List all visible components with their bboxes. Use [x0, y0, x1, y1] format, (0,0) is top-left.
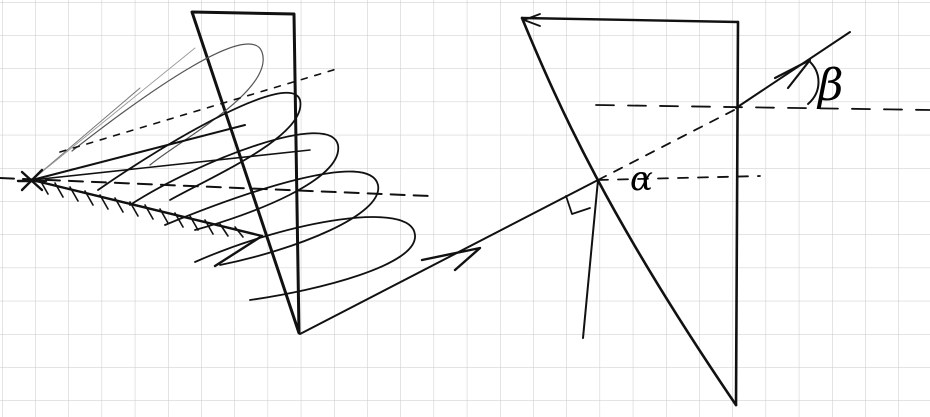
dotted-upper-line [59, 67, 341, 153]
outgoing-ray [735, 31, 851, 109]
hatch-marks [39, 179, 244, 238]
alpha-label: α [630, 159, 653, 199]
spiral-loop-5 [194, 216, 416, 301]
outgoing-ray-arrow [773, 58, 812, 90]
left-prism [190, 10, 301, 335]
exit-reference-dashed [595, 104, 930, 111]
beta-angle-arc [807, 59, 820, 105]
exit-beam [299, 179, 599, 335]
faint-ray-1 [31, 87, 141, 181]
spiral-loop-3 [129, 132, 339, 231]
ray-upper [31, 124, 246, 181]
top-corner-mark [523, 13, 541, 27]
ray-upper-2 [31, 149, 311, 181]
exit-beam-arrow [420, 246, 482, 272]
left-optical-axis [0, 177, 431, 197]
spiral-tail [213, 234, 264, 268]
spiral-loop-4 [164, 170, 379, 266]
refracted-ray-dashed [597, 107, 739, 181]
right-angle-marker [565, 195, 591, 215]
right-prism-top [520, 16, 740, 24]
spiral-loop-1 [71, 43, 264, 166]
beta-label: β [816, 60, 843, 111]
faint-ray-2 [31, 47, 196, 181]
right-prism-back [734, 20, 740, 407]
right-prism-front-curve [520, 16, 738, 407]
normal-line [582, 179, 599, 339]
incidence-reference-dashed [597, 175, 761, 181]
